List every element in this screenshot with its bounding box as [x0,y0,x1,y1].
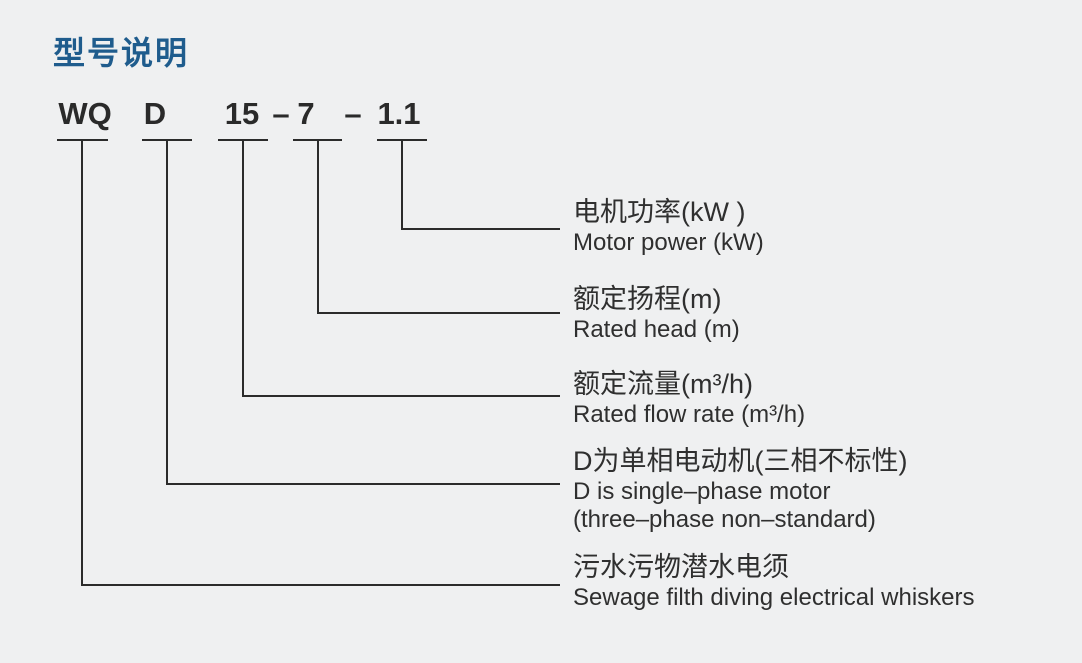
label-rated-head-zh: 额定扬程(m) [573,284,722,314]
leader-line-motor-power [401,140,560,230]
label-rated-flow: 额定流量(m³/h) Rated flow rate (m³/h) [573,368,805,429]
page-title: 型号说明 [53,35,190,71]
leader-line-rated-head [317,140,560,314]
label-single-phase-zh: D为单相电动机(三相不标性) [573,446,908,476]
label-single-phase-en2: (three–phase non–standard) [573,506,876,533]
label-rated-head: 额定扬程(m) Rated head (m) [573,283,740,344]
label-single-phase: D为单相电动机(三相不标性) D is single–phase motor (… [573,445,907,534]
label-sewage-pump-en: Sewage filth diving electrical whiskers [573,584,975,611]
leader-line-single-phase [166,140,560,485]
model-code-segment-series: WQ [58,96,112,131]
model-code-separator: – [344,96,362,131]
leader-line-sewage-pump [81,140,560,586]
label-rated-flow-en: Rated flow rate (m³/h) [573,401,806,428]
label-single-phase-en: D is single–phase motor [573,478,831,505]
model-code: WQ D 15 – 7 – 1.1 [0,98,1082,138]
label-motor-power: 电机功率(kW ) Motor power (kW) [573,196,764,257]
leader-line-rated-flow [242,140,560,397]
label-motor-power-en: Motor power (kW) [573,229,764,256]
model-code-separator: – [272,96,290,131]
label-rated-flow-zh: 额定流量(m³/h) [573,369,753,399]
model-code-segment-head: 7 [297,96,315,131]
model-code-segment-power: 1.1 [377,96,421,131]
model-code-segment-phase: D [143,96,167,131]
model-code-segment-flow: 15 [224,96,260,131]
label-rated-head-en: Rated head (m) [573,316,740,343]
label-motor-power-zh: 电机功率(kW ) [573,197,746,227]
label-sewage-pump: 污水污物潜水电须 Sewage filth diving electrical … [573,551,975,612]
label-sewage-pump-zh: 污水污物潜水电须 [573,552,789,582]
